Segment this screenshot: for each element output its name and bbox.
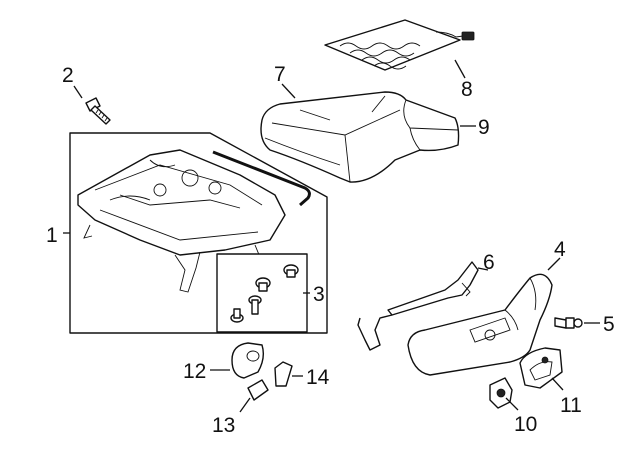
callout-6: 6 bbox=[483, 251, 495, 274]
part-cap bbox=[247, 379, 269, 401]
callout-9: 9 bbox=[478, 116, 490, 139]
callout-8: 8 bbox=[461, 78, 473, 101]
part-screw bbox=[554, 317, 583, 329]
part-heater-pad bbox=[324, 19, 475, 71]
callout-3: 3 bbox=[313, 283, 325, 306]
part-knob bbox=[231, 342, 265, 379]
callout-10: 10 bbox=[514, 413, 537, 436]
callout-12: 12 bbox=[183, 360, 206, 383]
callout-4: 4 bbox=[554, 238, 566, 261]
callout-7: 7 bbox=[274, 63, 286, 86]
callout-1: 1 bbox=[46, 224, 58, 247]
part-seat-frame-group bbox=[69, 132, 328, 334]
part-fastener-kit bbox=[216, 253, 308, 333]
callout-5: 5 bbox=[603, 313, 615, 336]
part-seat-cushion bbox=[260, 91, 460, 183]
callout-14: 14 bbox=[306, 366, 330, 389]
callout-11: 11 bbox=[560, 394, 582, 417]
callout-2: 2 bbox=[62, 64, 74, 87]
callout-13: 13 bbox=[212, 414, 235, 437]
part-switch-assembly bbox=[519, 347, 563, 389]
part-small-knob bbox=[274, 361, 293, 387]
leader-lines bbox=[63, 59, 600, 413]
part-bracket bbox=[357, 261, 479, 351]
part-side-shield bbox=[407, 273, 553, 376]
part-bolt bbox=[85, 97, 111, 125]
part-switch-small bbox=[489, 377, 513, 409]
